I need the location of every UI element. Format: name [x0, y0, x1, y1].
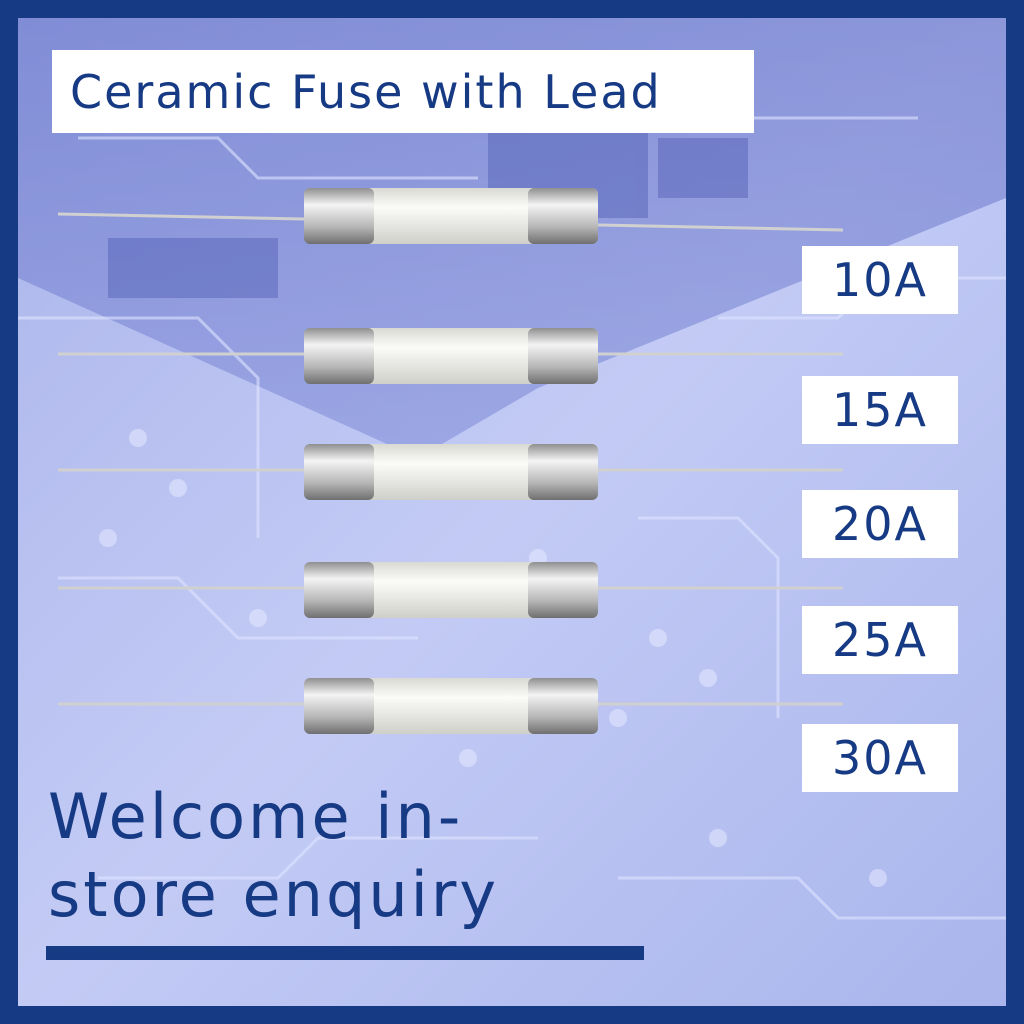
title-box: Ceramic Fuse with Lead [52, 50, 754, 133]
welcome-text: Welcome in- store enquiry [48, 778, 608, 934]
fuse-20a [58, 444, 843, 500]
rating-badge-15a: 15A [802, 376, 958, 444]
fuse-15a [58, 328, 843, 384]
fuse-images [57, 188, 844, 734]
rating-badge-30a: 30A [802, 724, 958, 792]
fuse-25a [58, 562, 843, 618]
rating-badge-20a: 20A [802, 490, 958, 558]
page-title: Ceramic Fuse with Lead [70, 64, 662, 119]
welcome-line-2: store enquiry [48, 858, 500, 931]
fuse-30a [58, 678, 843, 734]
fuse-10a [57, 188, 844, 244]
rating-badge-25a: 25A [802, 606, 958, 674]
rating-badge-10a: 10A [802, 246, 958, 314]
welcome-line-1: Welcome in- [48, 780, 464, 853]
underline-bar [46, 946, 644, 960]
